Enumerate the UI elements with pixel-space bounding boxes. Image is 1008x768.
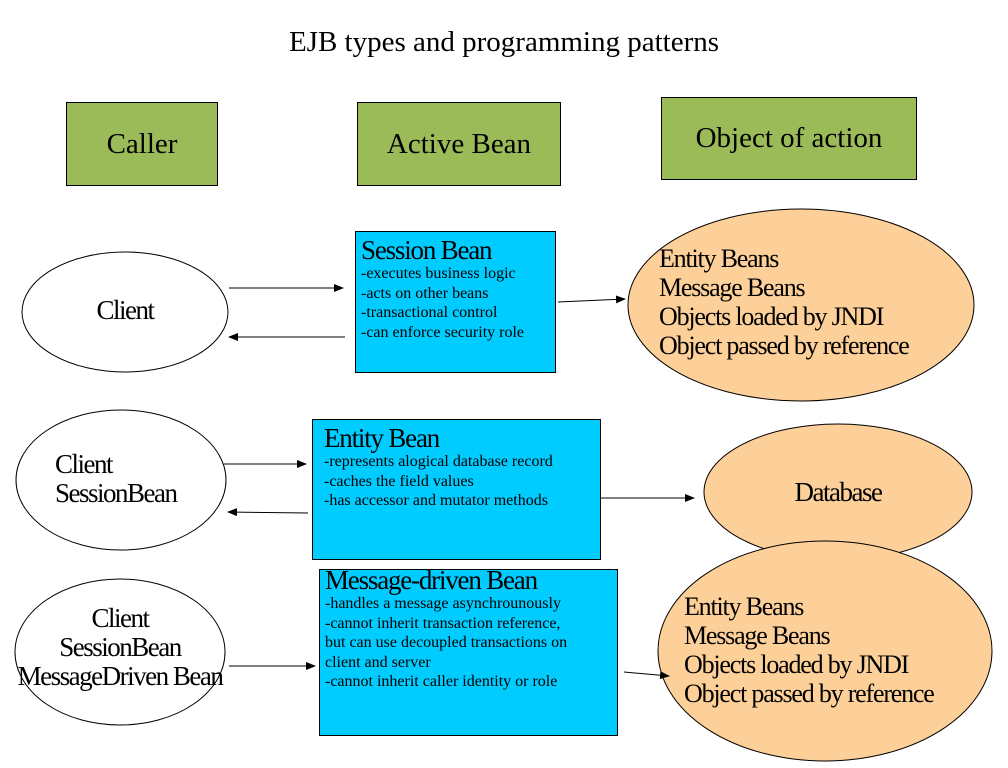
object-item: Message Beans (659, 273, 806, 302)
objects-3: Entity Beans Message Beans Objects loade… (684, 592, 935, 708)
diagram-title: EJB types and programming patterns (288, 26, 720, 58)
object-item: Object passed by reference (684, 679, 935, 708)
caller-3-line: MessageDriven Bean (17, 661, 224, 691)
caller-2-line: Client (55, 449, 113, 479)
bean-line: -acts on other beans (361, 284, 489, 302)
bean-line: -can enforce security role (361, 323, 525, 341)
caller-3-line: Client (91, 603, 151, 633)
object-item: Objects loaded by JNDI (659, 302, 884, 331)
object-item: Entity Beans (659, 244, 779, 273)
object-item: Message Beans (684, 621, 831, 650)
bean-line: -has accessor and mutator methods (324, 492, 548, 510)
objects-2: Database (704, 478, 972, 507)
header-object-of-action: Object of action (661, 97, 917, 180)
bean-line: -cannot inherit caller identity or role (325, 673, 558, 691)
header-object-label: Object of action (695, 122, 883, 154)
bean-title: Message-driven Bean (325, 565, 538, 595)
object-item: Object passed by reference (659, 331, 910, 360)
bean-line: -handles a message asynchrounously (325, 595, 561, 613)
caller-1: Client (22, 296, 228, 325)
message-driven-bean-box: Message-driven Bean -handles a message a… (319, 565, 618, 736)
header-caller-label: Caller (106, 127, 178, 160)
object-ellipse-1 (627, 208, 975, 402)
arrow-message-to-objects (623, 671, 670, 680)
caller-3-line: SessionBean (59, 632, 182, 662)
arrow-entity-to-caller (227, 508, 309, 517)
object-item: Objects loaded by JNDI (684, 650, 909, 679)
object-ellipse-3 (657, 540, 993, 762)
session-bean-box: Session Bean -executes business logic -a… (355, 231, 556, 373)
bean-title: Session Bean (361, 235, 493, 265)
bean-line: -executes business logic (361, 265, 516, 283)
header-active-bean-label: Active Bean (386, 127, 532, 160)
bean-title: Entity Bean (324, 423, 440, 453)
arrow-session-to-objects (557, 295, 626, 304)
caller-ellipse-3 (14, 578, 226, 726)
caller-3: Client SessionBean MessageDriven Bean (0, 604, 240, 691)
caller-2-line: SessionBean (55, 478, 178, 508)
bean-line: -cannot inherit transaction reference, (325, 614, 561, 632)
header-caller: Caller (66, 102, 218, 186)
header-active-bean: Active Bean (357, 102, 561, 186)
caller-ellipse-1 (21, 251, 229, 373)
bean-line: but can use decoupled transactions on (325, 634, 568, 652)
entity-bean-box: Entity Bean -represents alogical databas… (312, 419, 601, 560)
object-item: Database (794, 477, 883, 507)
caller-1-line: Client (96, 295, 156, 325)
object-item: Entity Beans (684, 592, 804, 621)
caller-2: Client SessionBean (55, 449, 178, 508)
bean-line: -represents alogical database record (324, 453, 553, 471)
bean-line: -transactional control (361, 304, 498, 322)
bean-line: client and server (325, 653, 431, 671)
bean-line: -caches the field values (324, 472, 474, 490)
objects-1: Entity Beans Message Beans Objects loade… (659, 244, 910, 360)
caller-ellipse-2 (15, 409, 227, 551)
